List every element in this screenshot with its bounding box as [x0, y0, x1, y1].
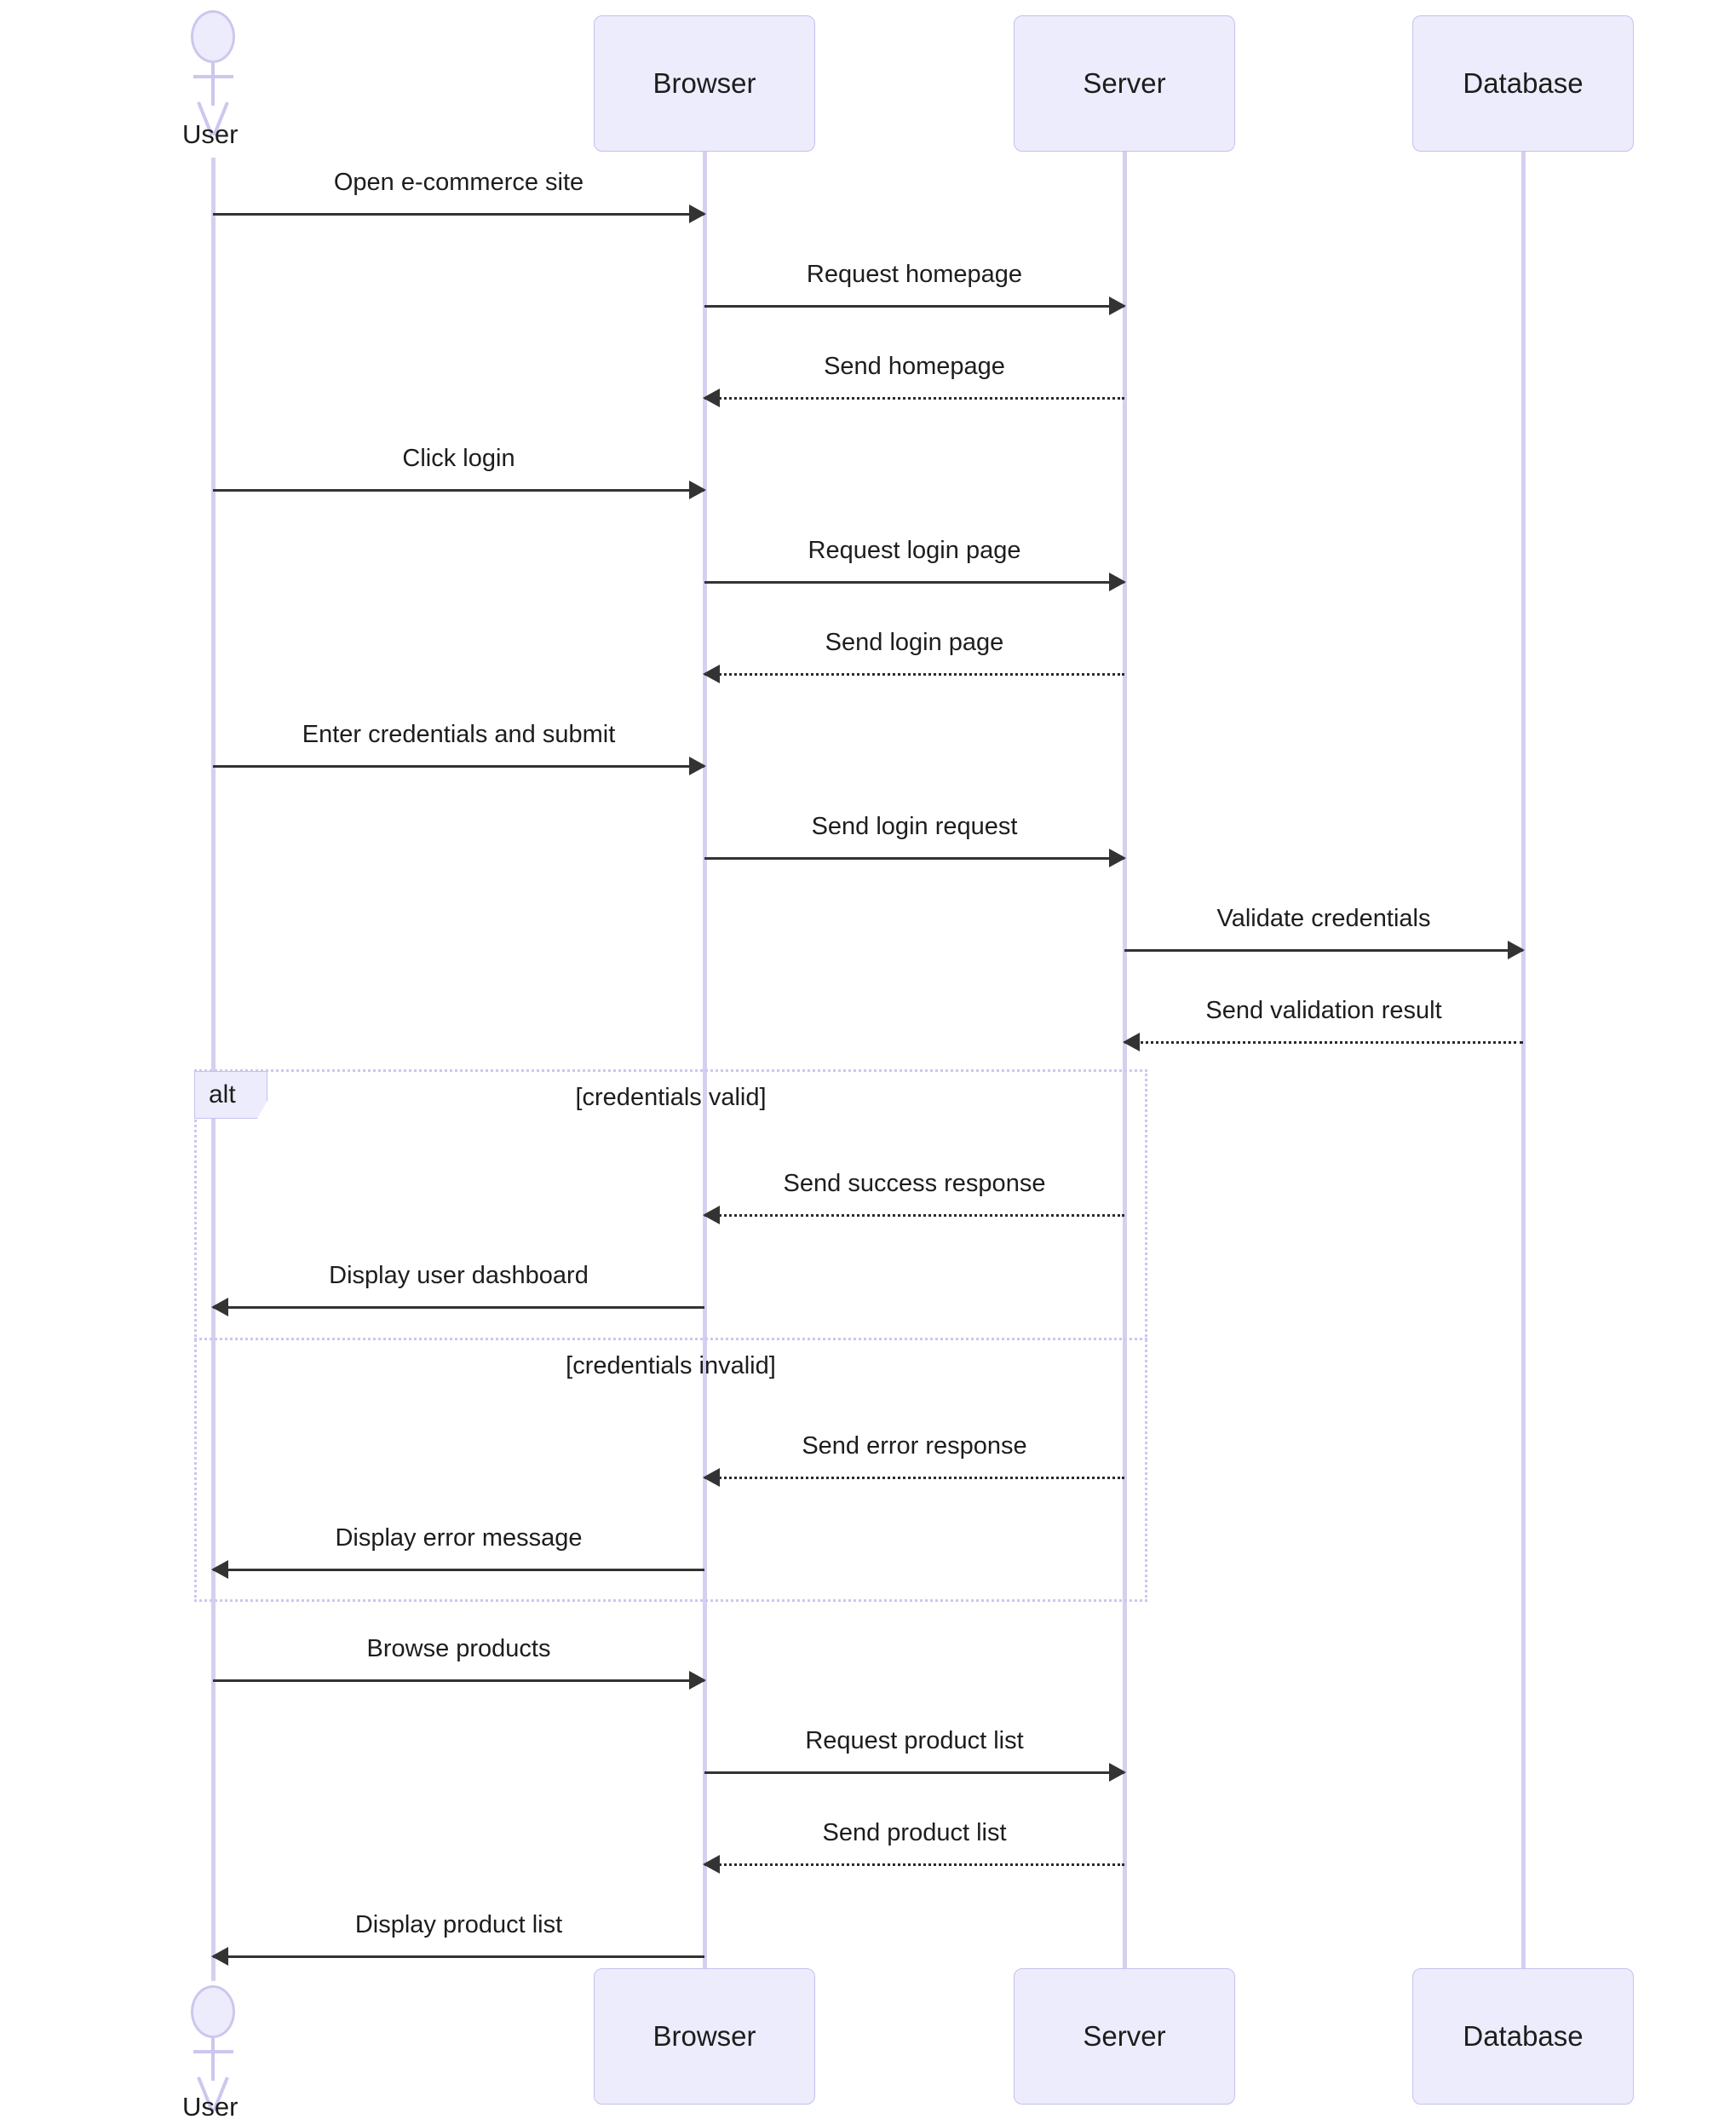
- message-label-12: Display user dashboard: [329, 1262, 589, 1289]
- message-arrowhead-2: [1109, 297, 1126, 315]
- lifeline-database: [1520, 152, 1526, 1968]
- message-arrowhead-8: [1109, 849, 1126, 867]
- message-line-2: [704, 305, 1124, 308]
- participant-label-database: Database: [1463, 2020, 1584, 2052]
- message-arrowhead-3: [703, 389, 720, 407]
- actor-head-icon: [191, 10, 235, 63]
- message-arrowhead-16: [1109, 1763, 1126, 1782]
- participant-label-browser: Browser: [652, 67, 756, 99]
- message-line-10: [1124, 1041, 1523, 1044]
- participant-browser[interactable]: Browser: [594, 1968, 815, 2105]
- alt-branch-condition-0: [credentials valid]: [575, 1084, 767, 1111]
- message-line-4: [213, 489, 704, 492]
- message-label-11: Send success response: [783, 1170, 1046, 1197]
- message-arrowhead-1: [689, 204, 706, 223]
- message-line-12: [213, 1306, 704, 1309]
- message-line-13: [704, 1477, 1124, 1479]
- alt-fragment-tag: alt: [194, 1071, 267, 1119]
- message-label-18: Display product list: [354, 1911, 563, 1938]
- alt-fragment-divider: [194, 1338, 1147, 1340]
- message-line-11: [704, 1214, 1124, 1217]
- lifeline-server: [1122, 152, 1127, 1968]
- message-arrowhead-6: [703, 665, 720, 683]
- alt-fragment: [194, 1069, 1147, 1602]
- message-label-9: Validate credentials: [1216, 905, 1431, 932]
- message-arrowhead-15: [689, 1671, 706, 1690]
- message-label-14: Display error message: [335, 1524, 583, 1552]
- message-arrowhead-14: [211, 1560, 228, 1579]
- message-arrowhead-13: [703, 1468, 720, 1487]
- participant-server[interactable]: Server: [1014, 15, 1235, 152]
- message-line-15: [213, 1679, 704, 1682]
- message-label-4: Click login: [402, 445, 515, 472]
- message-label-16: Request product list: [805, 1727, 1024, 1754]
- participant-label-browser: Browser: [652, 2020, 756, 2052]
- participant-browser[interactable]: Browser: [594, 15, 815, 152]
- lifeline-browser: [702, 152, 707, 1968]
- actor-body-icon: [211, 2038, 215, 2081]
- message-arrowhead-7: [689, 757, 706, 775]
- message-arrowhead-12: [211, 1298, 228, 1316]
- actor-head-icon: [191, 1985, 235, 2038]
- message-label-3: Send homepage: [824, 353, 1005, 380]
- message-arrowhead-4: [689, 481, 706, 499]
- message-line-6: [704, 673, 1124, 676]
- participant-label-user: User: [182, 119, 239, 149]
- participant-database[interactable]: Database: [1412, 1968, 1634, 2105]
- message-arrowhead-17: [703, 1855, 720, 1874]
- message-label-17: Send product list: [822, 1819, 1007, 1846]
- message-line-7: [213, 765, 704, 768]
- message-line-5: [704, 581, 1124, 584]
- message-line-14: [213, 1569, 704, 1571]
- message-line-1: [213, 213, 704, 216]
- participant-database[interactable]: Database: [1412, 15, 1634, 152]
- message-label-13: Send error response: [802, 1432, 1027, 1460]
- message-line-16: [704, 1771, 1124, 1774]
- message-arrowhead-10: [1123, 1033, 1140, 1051]
- message-arrowhead-9: [1508, 941, 1525, 959]
- message-label-6: Send login page: [825, 629, 1004, 656]
- participant-label-server: Server: [1083, 2020, 1166, 2052]
- message-label-1: Open e-commerce site: [333, 169, 584, 196]
- message-label-10: Send validation result: [1205, 997, 1442, 1024]
- message-line-9: [1124, 949, 1523, 952]
- message-label-5: Request login page: [808, 537, 1021, 564]
- message-label-8: Send login request: [811, 813, 1018, 840]
- actor-body-icon: [211, 63, 215, 106]
- message-label-2: Request homepage: [806, 261, 1023, 288]
- message-label-7: Enter credentials and submit: [302, 721, 616, 748]
- participant-label-server: Server: [1083, 67, 1166, 99]
- participant-label-database: Database: [1463, 67, 1584, 99]
- message-line-8: [704, 857, 1124, 860]
- message-arrowhead-11: [703, 1206, 720, 1224]
- message-line-18: [213, 1955, 704, 1958]
- actor-arms-icon: [193, 75, 233, 78]
- alt-branch-condition-1: [credentials invalid]: [566, 1352, 776, 1379]
- message-arrowhead-5: [1109, 573, 1126, 591]
- message-line-3: [704, 397, 1124, 400]
- message-line-17: [704, 1863, 1124, 1866]
- message-label-15: Browse products: [366, 1635, 551, 1662]
- message-arrowhead-18: [211, 1947, 228, 1966]
- participant-server[interactable]: Server: [1014, 1968, 1235, 2105]
- participant-label-user: User: [182, 2092, 239, 2122]
- actor-arms-icon: [193, 2050, 233, 2053]
